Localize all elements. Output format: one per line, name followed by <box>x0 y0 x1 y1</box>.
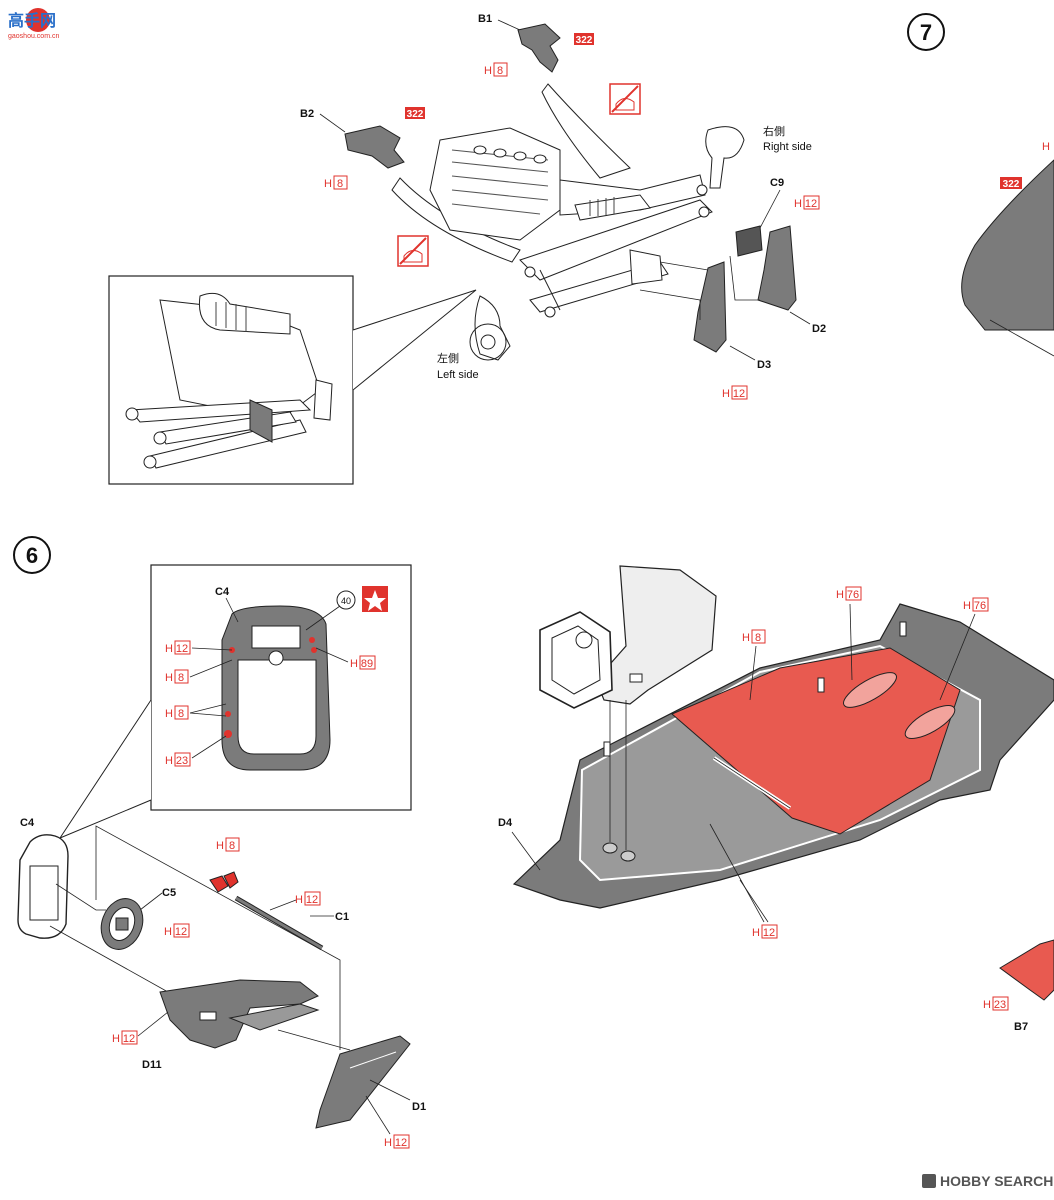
hobby-search-watermark[interactable]: HOBBY SEARCH <box>922 1173 1053 1189</box>
part-d3: D3 H 12 <box>693 261 771 400</box>
svg-text:23: 23 <box>994 999 1006 1011</box>
svg-text:12: 12 <box>175 926 187 938</box>
svg-text:40: 40 <box>341 596 351 606</box>
svg-text:H: H <box>794 198 802 210</box>
part-b1: B1 322 H 8 <box>478 13 594 77</box>
part-d1: D1 H 12 <box>315 1035 426 1149</box>
label-c4-detail: C4 <box>215 586 230 598</box>
logo-url: gaoshou.com.cn <box>8 33 59 40</box>
svg-text:H: H <box>350 658 358 670</box>
svg-text:H: H <box>216 840 224 852</box>
label-c4: C4 <box>20 817 35 829</box>
left-side-label-jp: 左側 <box>437 352 459 365</box>
svg-text:89: 89 <box>361 658 373 670</box>
no-glue-icon <box>397 235 429 267</box>
assembly-guide-lines <box>639 255 760 320</box>
part-d2: D2 <box>757 225 826 335</box>
logo-text: 高手网 <box>8 11 56 30</box>
label-c5: C5 <box>162 887 176 899</box>
svg-text:H: H <box>742 632 750 644</box>
svg-text:H: H <box>752 927 760 939</box>
label-d3: D3 <box>757 359 771 371</box>
label-d4: D4 <box>498 817 513 829</box>
svg-text:H: H <box>165 708 173 720</box>
right-side-label-en: Right side <box>763 141 812 153</box>
svg-text:76: 76 <box>847 589 859 601</box>
paint-code-322-b2 <box>405 107 425 119</box>
part-b7-partial: H 23 B7 <box>983 939 1054 1033</box>
svg-text:12: 12 <box>306 894 318 906</box>
part-d11: H 12 D11 <box>112 979 320 1071</box>
part-b2: B2 322 H 8 <box>300 107 425 190</box>
step-6-number: 6 <box>26 543 38 568</box>
svg-text:H: H <box>963 600 971 612</box>
svg-text:322: 322 <box>407 109 424 120</box>
svg-text:H: H <box>836 589 844 601</box>
svg-text:8: 8 <box>755 632 761 644</box>
svg-text:12: 12 <box>395 1137 407 1149</box>
step-6-marker: 6 <box>13 536 51 574</box>
svg-text:8: 8 <box>178 672 184 684</box>
star-icon <box>362 586 388 612</box>
label-d11: D11 <box>142 1059 162 1071</box>
svg-text:12: 12 <box>763 927 775 939</box>
step-7-marker: 7 <box>907 13 945 51</box>
label-b1: B1 <box>478 13 492 25</box>
svg-text:8: 8 <box>497 65 503 77</box>
floor-paint-codes: H 8 H 76 H 76 H 12 <box>709 586 989 939</box>
svg-text:H: H <box>384 1137 392 1149</box>
svg-text:H: H <box>295 894 303 906</box>
svg-text:76: 76 <box>974 600 986 612</box>
assembly-guide-lines-step6 <box>49 825 351 1051</box>
part-c5: C5 H 12 <box>100 887 190 950</box>
label-d2: D2 <box>812 323 826 335</box>
part-c4: C4 <box>17 817 69 939</box>
part-step7-partial: 322 H <box>961 141 1054 357</box>
label-b7: B7 <box>1014 1021 1028 1033</box>
label-b2: B2 <box>300 108 314 120</box>
svg-text:H: H <box>983 999 991 1011</box>
svg-text:8: 8 <box>178 708 184 720</box>
label-c1: C1 <box>335 911 349 923</box>
part-air-duct <box>539 565 717 850</box>
site-logo[interactable]: 高手网 gaoshou.com.cn <box>8 8 59 40</box>
detail-callout-suspension <box>108 275 477 485</box>
left-side-label-en: Left side <box>437 369 479 381</box>
svg-text:H: H <box>1042 141 1050 153</box>
svg-text:8: 8 <box>229 840 235 852</box>
svg-text:12: 12 <box>733 388 745 400</box>
svg-text:322: 322 <box>576 35 593 46</box>
svg-text:H: H <box>165 643 173 655</box>
watermark-text: HOBBY SEARCH <box>940 1173 1053 1189</box>
svg-text:322: 322 <box>1003 179 1020 190</box>
label-d1: D1 <box>412 1101 426 1113</box>
svg-text:H: H <box>722 388 730 400</box>
svg-text:H: H <box>165 672 173 684</box>
part-c9: C9 H 12 <box>735 177 820 257</box>
svg-text:H: H <box>164 926 172 938</box>
svg-text:12: 12 <box>123 1033 135 1045</box>
engine-suspension-assembly <box>391 83 745 361</box>
svg-text:H: H <box>165 755 173 767</box>
svg-text:23: 23 <box>176 755 188 767</box>
svg-text:H: H <box>112 1033 120 1045</box>
label-c9: C9 <box>770 177 784 189</box>
no-glue-icon <box>609 83 641 115</box>
svg-text:12: 12 <box>176 643 188 655</box>
step-7-number: 7 <box>920 20 932 45</box>
svg-text:12: 12 <box>805 198 817 210</box>
detail-callout-dashboard: C4 40 H 12 H 8 H 8 H 23 H 89 <box>58 564 412 840</box>
part-c1: C1 H 8 H 12 <box>209 837 349 951</box>
svg-text:H: H <box>324 178 332 190</box>
paint-code-322-b1 <box>574 33 594 45</box>
svg-text:H: H <box>484 65 492 77</box>
svg-text:8: 8 <box>337 178 343 190</box>
paint-code-322-step7 <box>1000 177 1022 189</box>
part-d4-floor: D4 <box>498 603 1054 909</box>
right-side-label-jp: 右側 <box>763 124 785 138</box>
